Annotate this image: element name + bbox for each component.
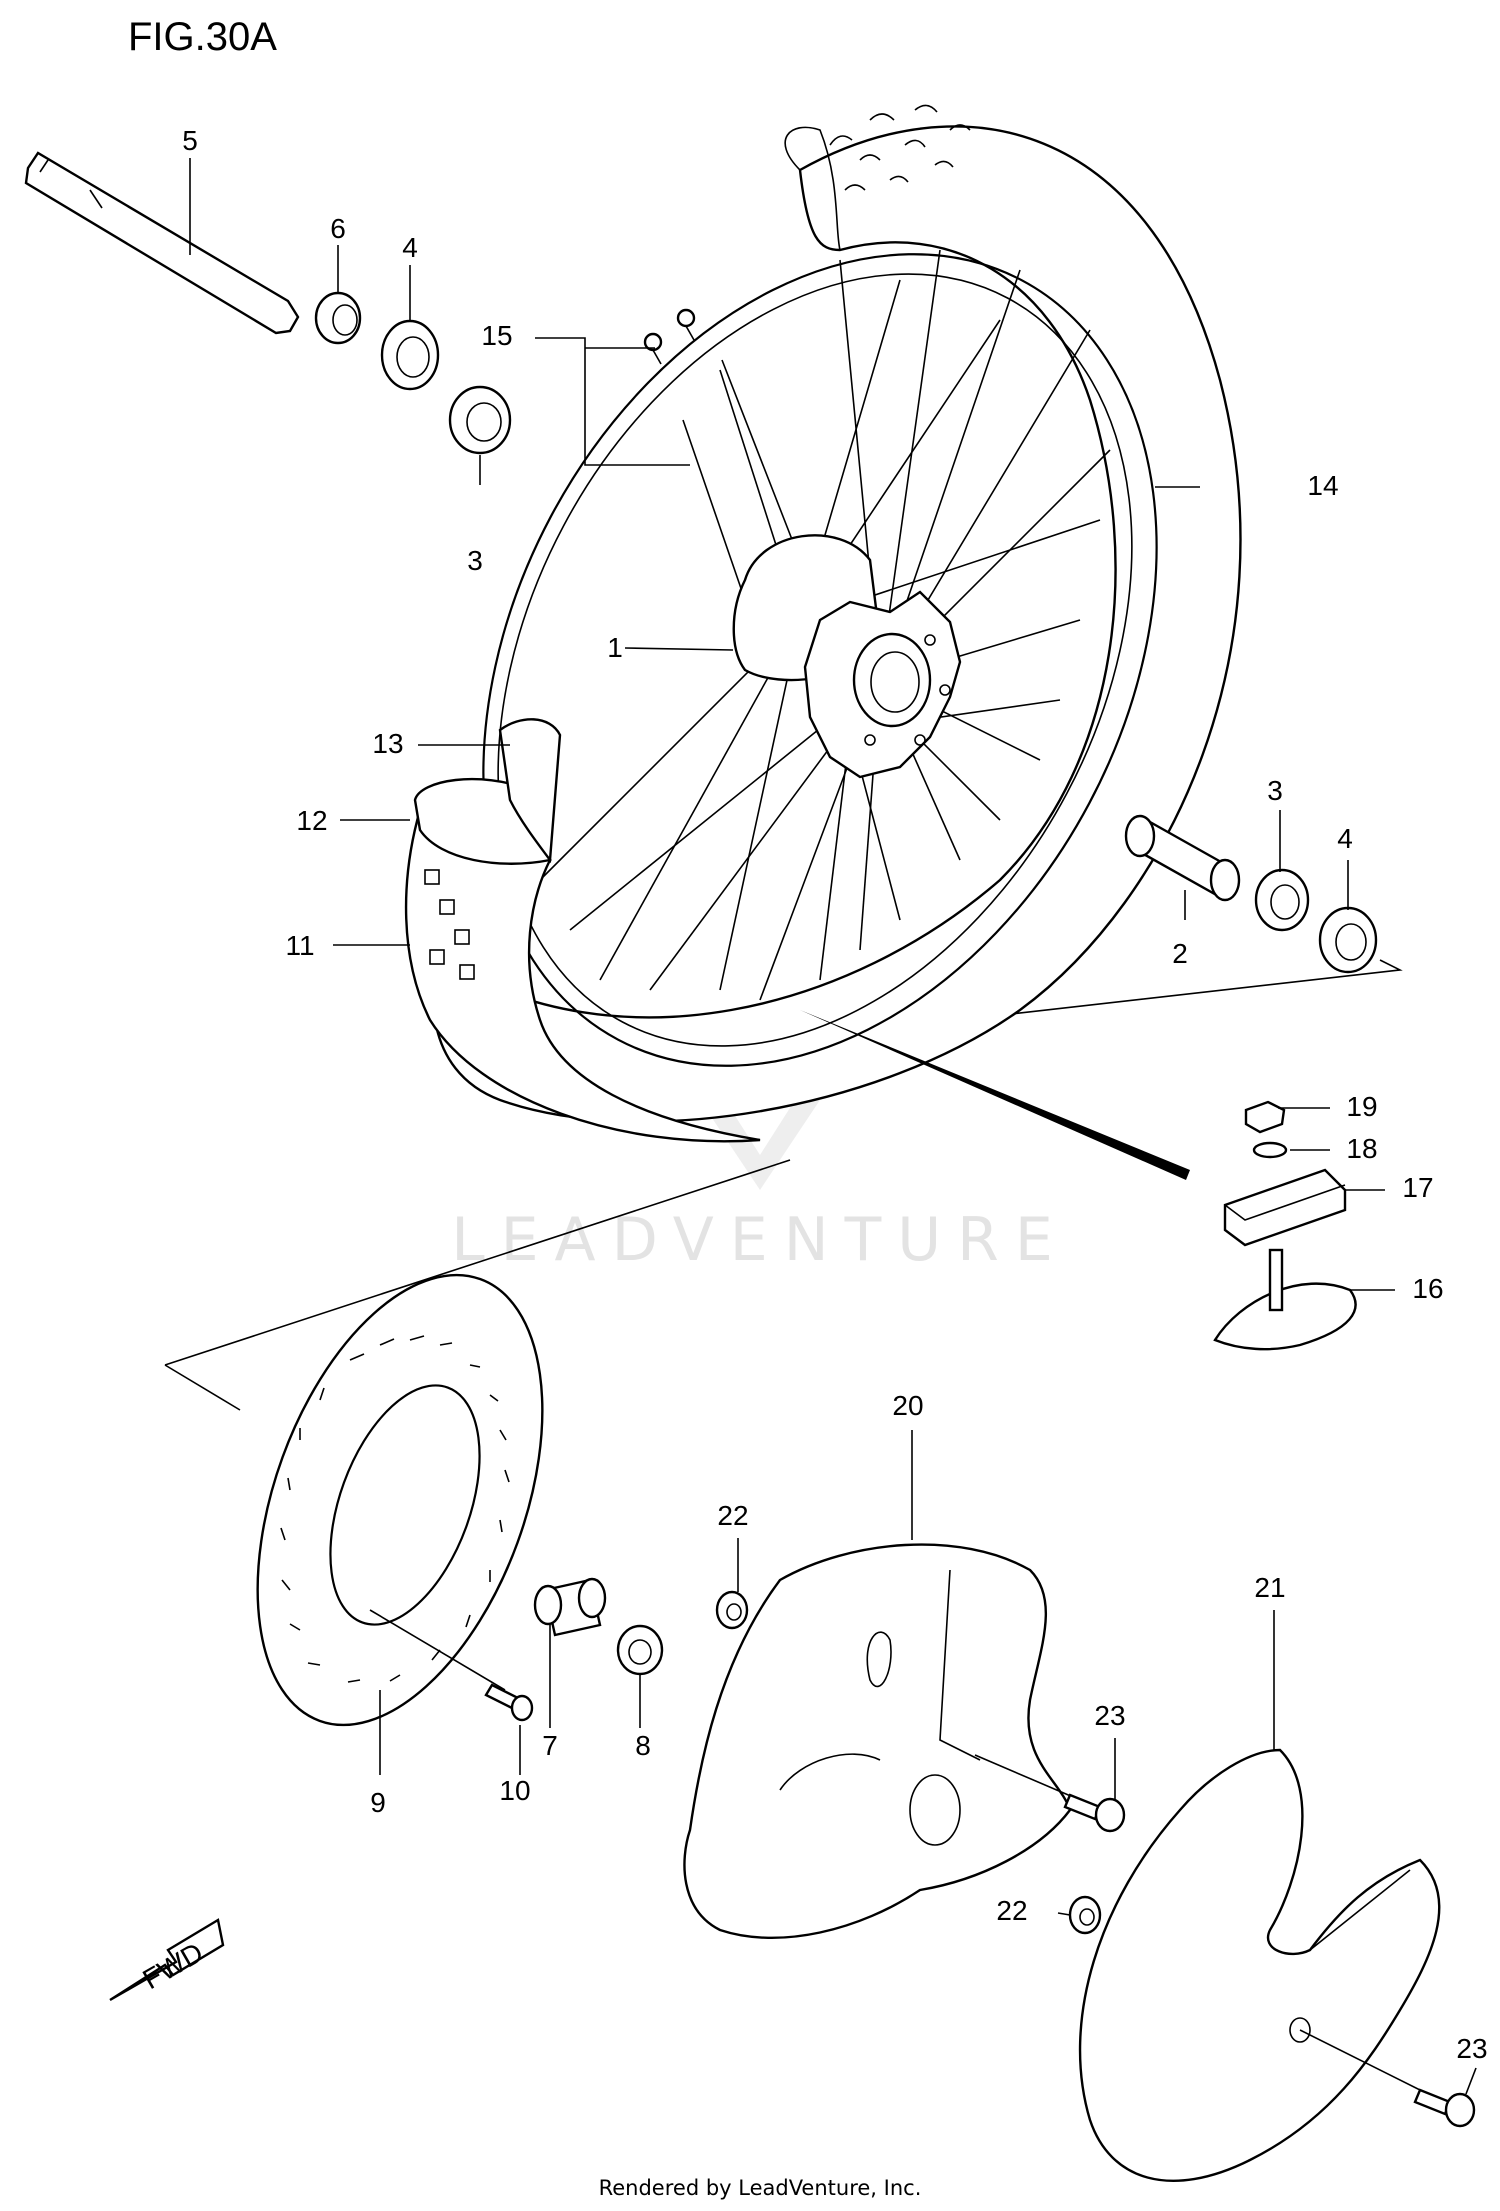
callout-13: 13 <box>372 728 403 759</box>
callout-8: 8 <box>635 1730 651 1761</box>
callout-17: 17 <box>1402 1172 1433 1203</box>
oil-seal-top <box>380 319 440 391</box>
callout-11: 11 <box>285 930 314 961</box>
callout-22-top: 22 <box>717 1500 748 1531</box>
callout-14: 14 <box>1307 470 1338 501</box>
callout-12: 12 <box>296 805 327 836</box>
callout-3-right: 3 <box>1267 775 1283 806</box>
disc-spacer <box>533 1577 607 1637</box>
leader-lines <box>189 158 1477 2095</box>
front-rim <box>482 253 1158 1067</box>
valve-hardware <box>1213 1100 1357 1351</box>
nut-top <box>715 1590 749 1630</box>
callout-23-top: 23 <box>1094 1700 1125 1731</box>
axle-collar <box>314 291 362 345</box>
callout-21: 21 <box>1254 1572 1285 1603</box>
wheel-hub <box>732 534 962 779</box>
guard-bolt-top <box>974 1754 1126 1833</box>
callout-19: 19 <box>1346 1091 1377 1122</box>
footer-credit: Rendered by LeadVenture, Inc. <box>599 2176 922 2200</box>
callout-2: 2 <box>1172 938 1188 969</box>
callout-3-top: 3 <box>467 545 483 576</box>
nut-bottom <box>1068 1895 1102 1935</box>
fwd-label: FWD <box>138 1936 209 1995</box>
callout-9: 9 <box>370 1787 386 1818</box>
disc-collar <box>616 1624 664 1676</box>
valve-pointer <box>800 1010 1190 1180</box>
fwd-arrow: FWD <box>109 1918 225 2002</box>
guard-plate <box>1078 1748 1441 2182</box>
callout-16: 16 <box>1412 1273 1443 1304</box>
callout-7: 7 <box>542 1730 558 1761</box>
watermark: LEADVENTURE <box>451 1010 1069 1275</box>
hub-spacer <box>1124 814 1241 902</box>
brake-disc <box>256 1273 544 1727</box>
spoke-nipples <box>643 308 801 601</box>
tire-tread <box>829 104 971 191</box>
callout-5: 5 <box>182 125 198 156</box>
tire-section <box>404 718 761 1143</box>
callout-15: 15 <box>481 320 512 351</box>
callout-10: 10 <box>499 1775 530 1806</box>
watermark-text: LEADVENTURE <box>451 1205 1069 1275</box>
callout-23-bottom: 23 <box>1456 2033 1487 2064</box>
callout-4-top: 4 <box>402 232 418 263</box>
callout-20: 20 <box>892 1390 923 1421</box>
disc-slots <box>280 1335 510 1683</box>
callout-18: 18 <box>1346 1133 1377 1164</box>
disc-bolt <box>369 1609 534 1722</box>
oil-seal-right <box>1318 906 1378 974</box>
figure-title: FIG.30A <box>128 15 277 59</box>
front-axle <box>24 151 300 335</box>
bearing-right <box>1254 868 1310 932</box>
guard-bolt-bottom <box>1299 2029 1476 2128</box>
callout-1: 1 <box>607 632 623 663</box>
callout-4-right: 4 <box>1337 823 1353 854</box>
callout-6: 6 <box>330 213 346 244</box>
callout-22-bottom: 22 <box>996 1895 1027 1926</box>
bearing-top <box>448 385 512 455</box>
callout-labels: 5 6 4 3 15 1 14 13 12 11 3 4 2 19 18 17 … <box>182 125 1487 2064</box>
disc-guard <box>683 1543 1072 1940</box>
